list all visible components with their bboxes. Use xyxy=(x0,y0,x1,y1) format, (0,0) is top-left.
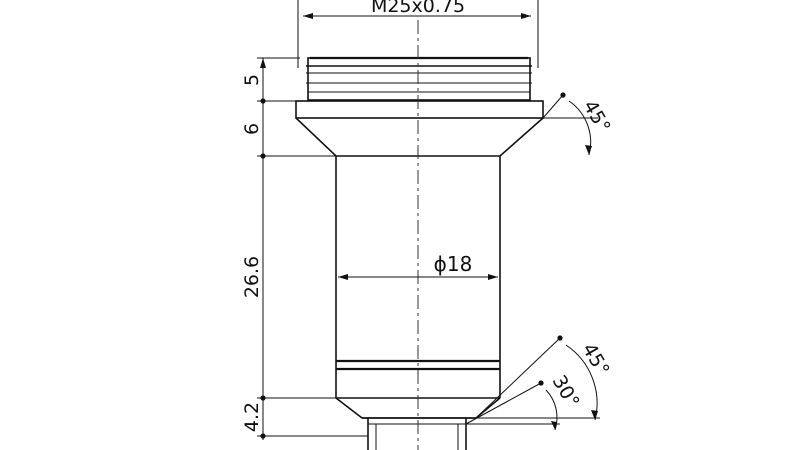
thread-label: M25x0.75 xyxy=(371,0,465,17)
flange xyxy=(295,100,544,157)
height-bottom-label: 4.2 xyxy=(241,402,263,432)
barrel xyxy=(335,156,501,419)
height-flange-label: 6 xyxy=(241,123,263,135)
height-body-label: 26.6 xyxy=(241,256,263,298)
flange-angle: 45° xyxy=(542,92,615,156)
diameter-label: ϕ18 xyxy=(434,252,473,276)
thread-cap xyxy=(306,56,532,101)
diameter-dimension: ϕ18 xyxy=(338,252,498,280)
height-dimensions: 5 6 26.6 4.2 xyxy=(241,57,368,440)
flange-angle-label: 45° xyxy=(579,97,615,137)
lower-angle-30-label: 30° xyxy=(548,372,584,412)
lower-angles: 45° 30° xyxy=(465,335,614,431)
lower-angle-45-label: 45° xyxy=(578,340,614,380)
nozzle xyxy=(362,417,476,450)
height-top-label: 5 xyxy=(241,74,263,86)
thread-dimension: M25x0.75 xyxy=(297,0,539,68)
